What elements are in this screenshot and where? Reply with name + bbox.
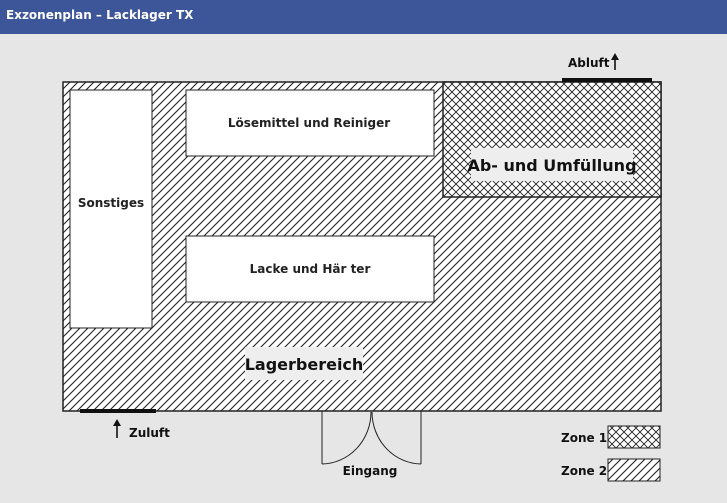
legend-zone2-swatch [607, 458, 661, 482]
solvents-room [185, 89, 435, 157]
solvents-room-label: Lösemittel und Reiniger [228, 116, 390, 130]
entrance-door-icon [321, 411, 422, 465]
paints-room-label: Lacke und Här ter [250, 262, 371, 276]
legend-zone2-label: Zone 2 [561, 464, 607, 478]
intake-label: Zuluft [129, 426, 170, 440]
filling-zone-label: Ab- und Umfüllung [467, 156, 636, 175]
misc-room-label: Sonstiges [78, 196, 144, 210]
intake-arrow-icon [113, 419, 121, 438]
ex-zone-plan: Sonstiges Lösemittel und Reiniger Lacke … [62, 53, 662, 482]
exhaust-label: Abluft [568, 56, 610, 70]
filling-label-background [471, 148, 633, 181]
title-bar: Exzonenplan – Lacklager TX [0, 0, 727, 34]
entrance-label: Eingang [343, 464, 398, 478]
legend-zone1-label: Zone 1 [561, 431, 607, 445]
paints-room [185, 235, 435, 303]
legend-zone1-swatch [607, 425, 661, 449]
misc-room [69, 89, 153, 329]
exhaust-arrow-icon [611, 53, 619, 70]
storage-label-background [245, 347, 363, 380]
storage-area-label: Lagerbereich [245, 355, 364, 374]
page-title: Exzonenplan – Lacklager TX [6, 8, 194, 22]
